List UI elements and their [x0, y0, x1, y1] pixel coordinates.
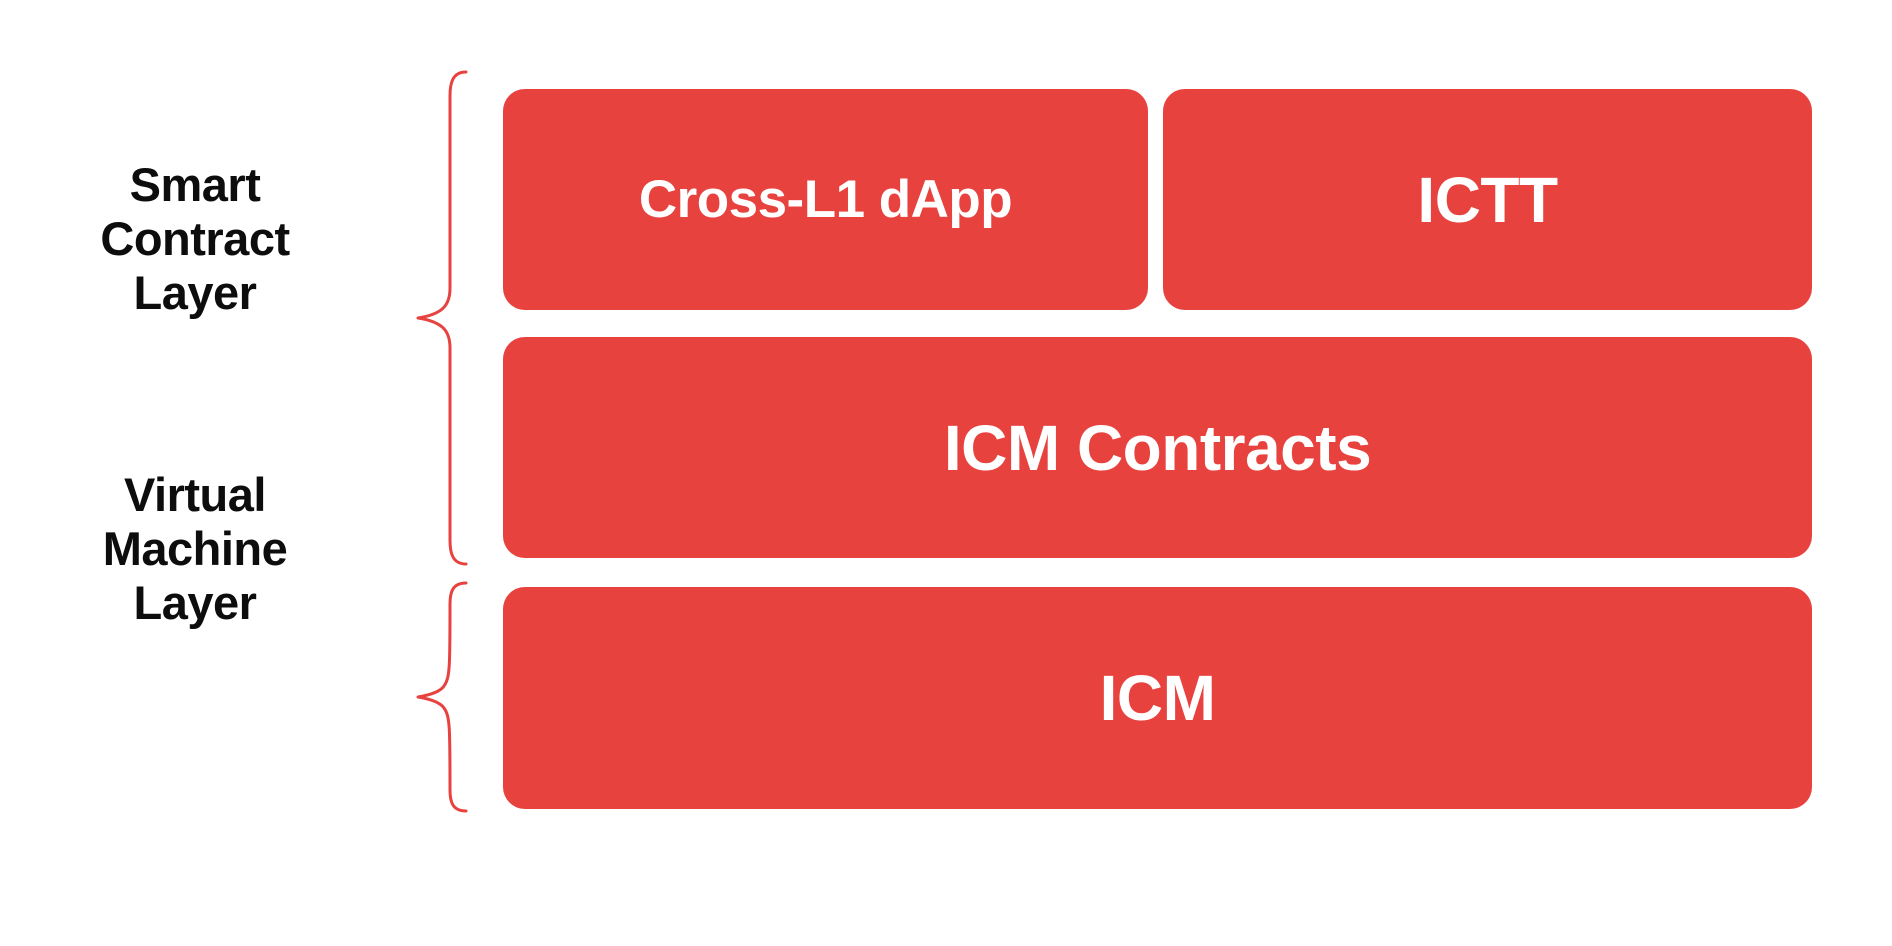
layer-label-smart-contract: Smart Contract Layer: [100, 158, 290, 320]
box-icm[interactable]: ICM: [503, 587, 1812, 809]
box-label-cross-l1-dapp: Cross-L1 dApp: [638, 170, 1013, 229]
layer-label-virtual-machine: Virtual Machine Layer: [102, 468, 288, 630]
box-ictt[interactable]: ICTT: [1163, 89, 1812, 310]
box-cross-l1-dapp[interactable]: Cross-L1 dApp: [503, 89, 1148, 310]
box-icm-contracts[interactable]: ICM Contracts: [503, 337, 1812, 558]
brace-smart-contract-layer: [416, 70, 468, 566]
box-label-icm-contracts: ICM Contracts: [943, 411, 1372, 484]
box-label-ictt: ICTT: [1417, 163, 1558, 236]
box-label-icm: ICM: [1099, 662, 1216, 734]
brace-virtual-machine-layer: [416, 581, 468, 813]
